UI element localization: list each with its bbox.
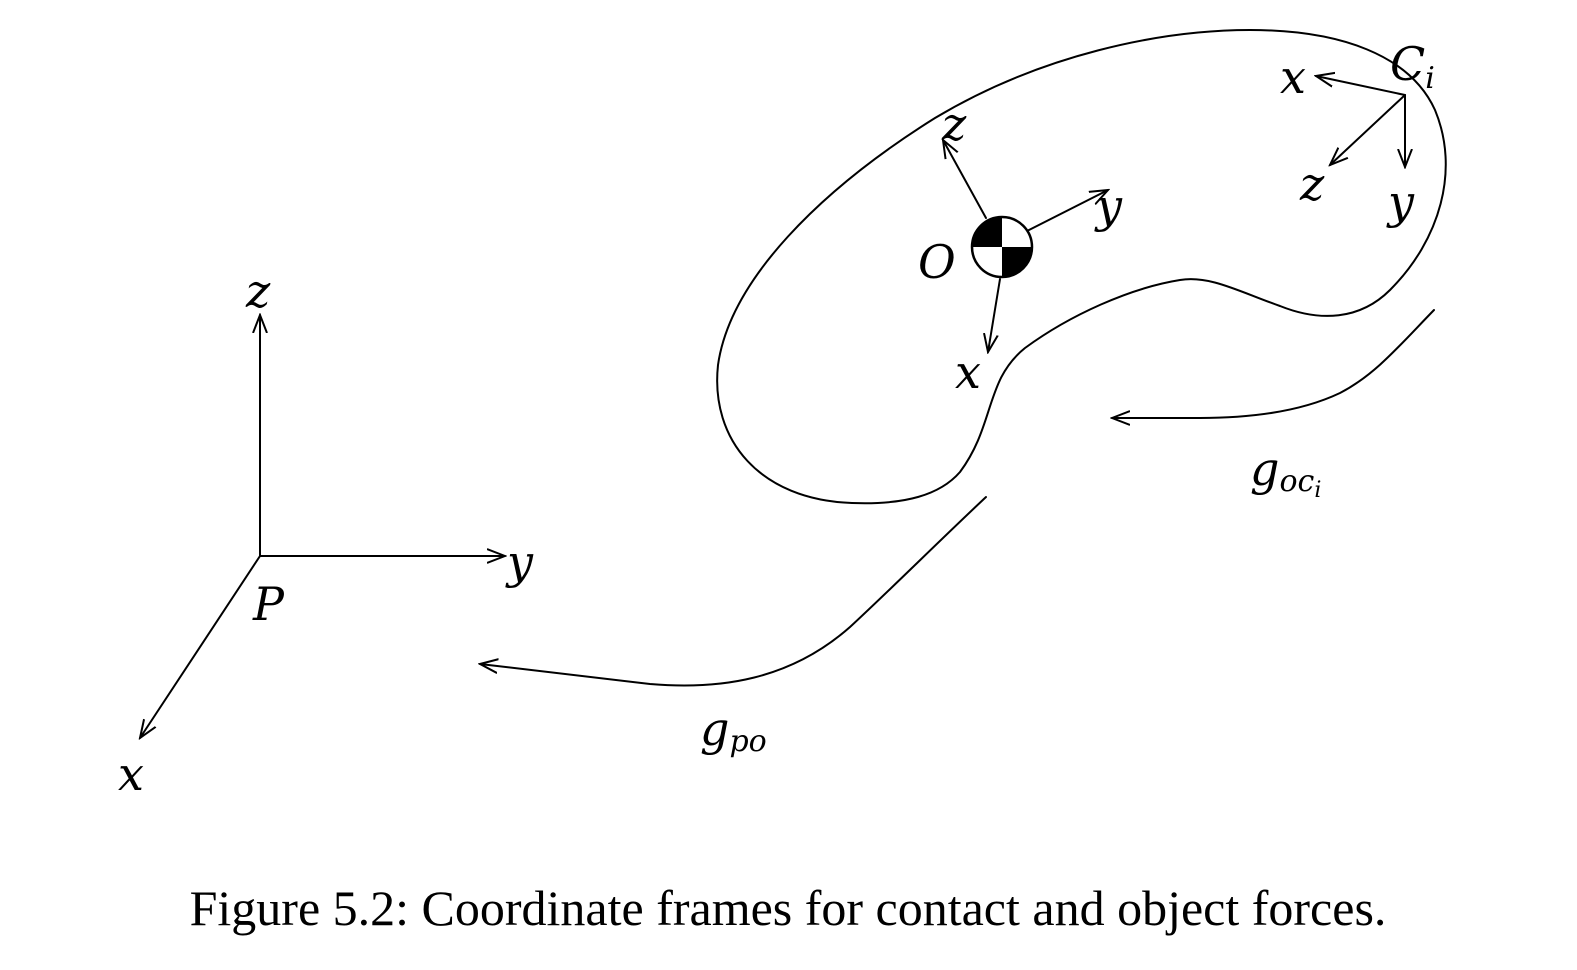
object-y-axis [1026,190,1108,232]
center-of-mass-icon [970,215,1034,279]
g-oci-arrow [1112,309,1435,418]
contact-frame: x y z Ci [1280,37,1435,229]
palm-y-label: y [505,535,534,589]
g-oci-sub-subscript: i [1314,478,1321,503]
object-outline [716,29,1447,505]
object-y-label: y [1094,179,1123,233]
g-po-label: gpo [700,702,767,759]
object-frame: z y x O [918,97,1123,399]
contact-frame-label: Ci [1390,37,1435,96]
g-oci-base: g [1250,442,1279,496]
palm-frame-label: P [252,577,285,631]
object-x-label: x [955,345,981,399]
palm-x-axis [140,555,261,738]
transform-g-po: gpo [480,496,987,759]
g-po-subscript: po [729,724,766,759]
contact-frame-name: C [1390,37,1425,91]
g-oci-label: goci [1250,442,1321,503]
contact-z-axis [1330,94,1406,165]
g-po-arrow [480,496,987,687]
object-z-label: z [941,97,967,151]
palm-frame: z y x P [118,264,534,801]
contact-z-label: z [1299,157,1325,211]
palm-z-label: z [245,264,271,318]
contact-frame-subscript: i [1425,61,1435,96]
object-x-axis [988,278,1001,352]
figure-caption: Figure 5.2: Coordinate frames for contac… [190,880,1387,936]
transform-g-oci: goci [1112,309,1435,503]
object-z-axis [943,140,987,219]
object-frame-label: O [918,235,956,289]
contact-x-axis [1316,76,1406,96]
contact-x-label: x [1280,50,1306,104]
g-po-base: g [700,702,729,756]
contact-y-label: y [1386,175,1415,229]
palm-x-label: x [118,747,144,801]
g-oci-subscript: oc [1279,464,1314,499]
